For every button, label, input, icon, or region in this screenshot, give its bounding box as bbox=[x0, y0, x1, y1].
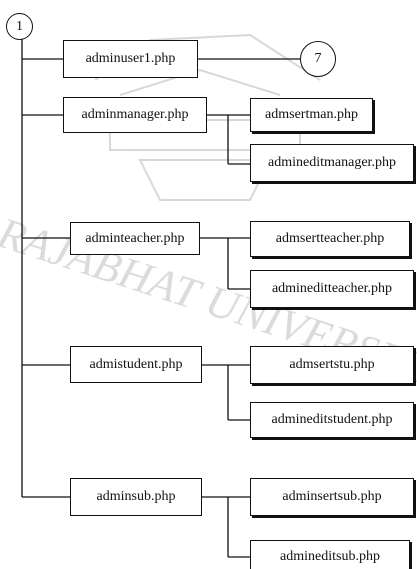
node-admineditsub: admineditsub.php bbox=[250, 540, 410, 569]
node-admistudent: admistudent.php bbox=[70, 346, 202, 383]
connector-end: 7 bbox=[300, 41, 336, 77]
node-adminsertsub: adminsertsub.php bbox=[250, 478, 414, 516]
node-adminmanager: adminmanager.php bbox=[63, 97, 207, 133]
node-admsertman: admsertman.php bbox=[250, 98, 373, 132]
node-admineditmanager: admineditmanager.php bbox=[250, 144, 414, 182]
node-adminteacher: adminteacher.php bbox=[70, 222, 200, 255]
node-adminuser1: adminuser1.php bbox=[63, 40, 198, 78]
node-admineditstudent: admineditstudent.php bbox=[250, 402, 414, 438]
node-admineditteacher: admineditteacher.php bbox=[250, 270, 414, 308]
node-adminsub: adminsub.php bbox=[70, 478, 202, 516]
node-admsertteacher: admsertteacher.php bbox=[250, 221, 410, 257]
connector-start: 1 bbox=[6, 13, 33, 40]
node-admsertstu: admsertstu.php bbox=[250, 346, 414, 384]
